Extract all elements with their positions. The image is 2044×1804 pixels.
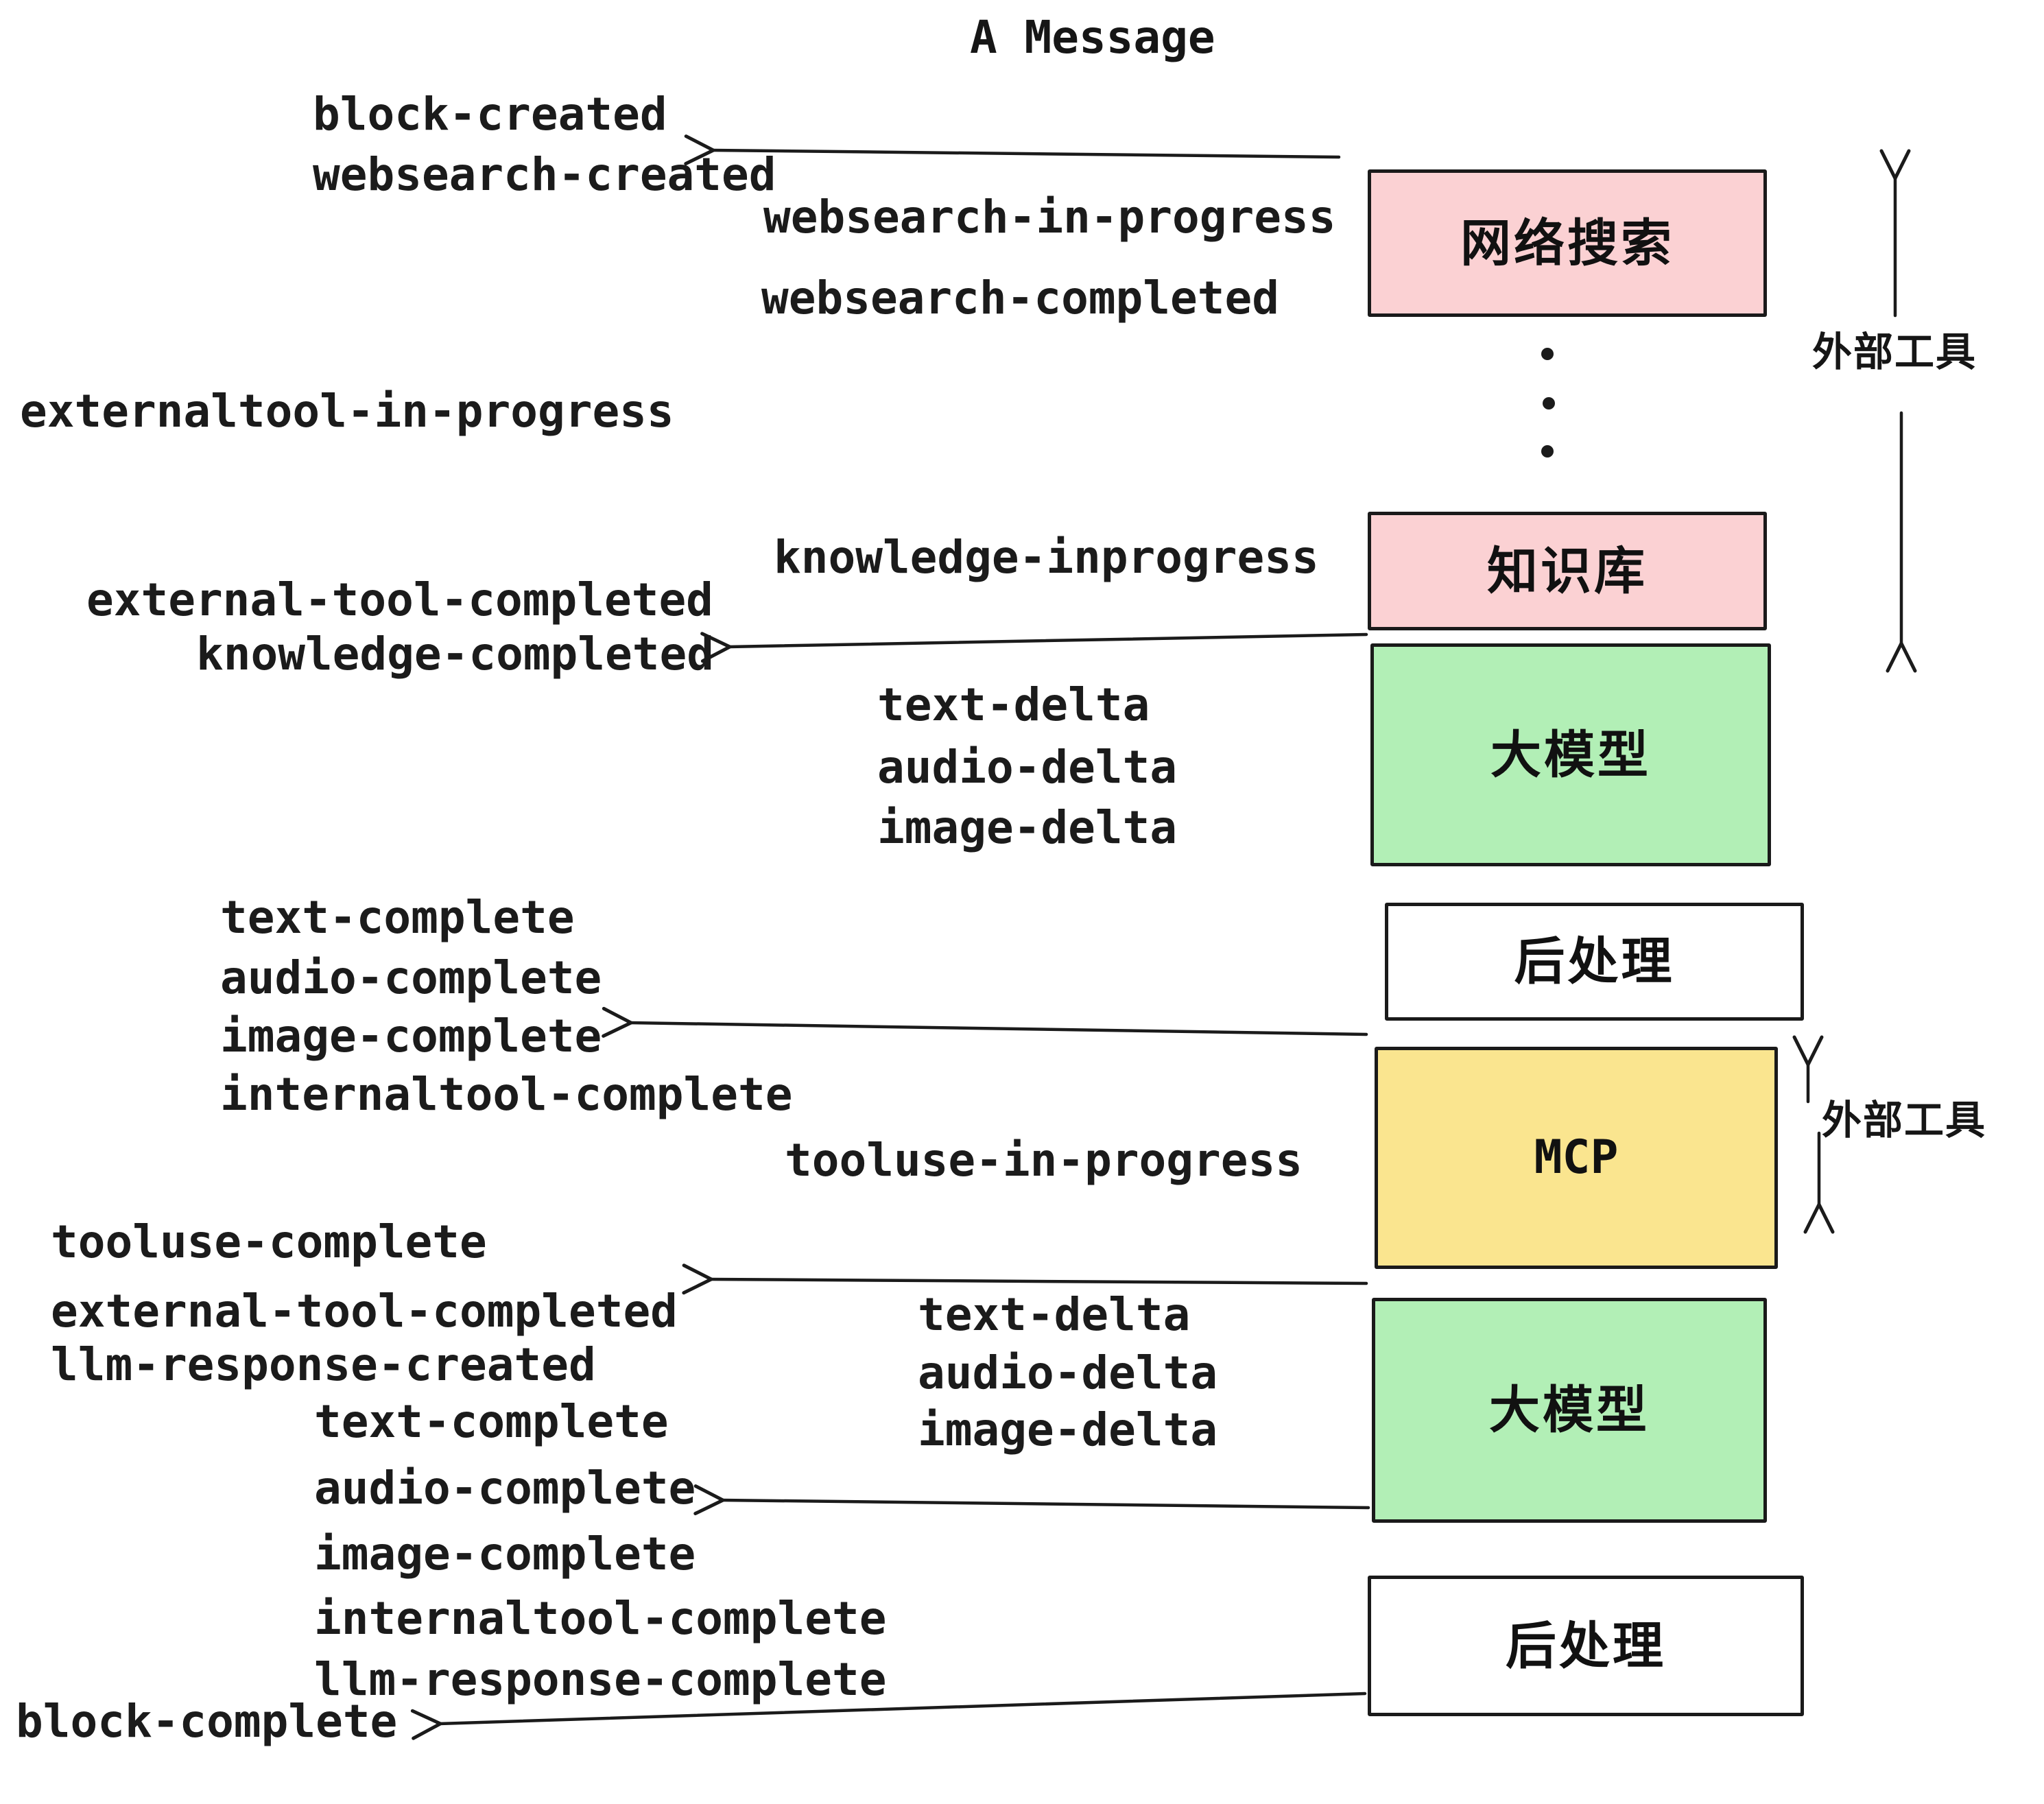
event-internaltool-complete-2: internaltool-complete xyxy=(314,1592,887,1645)
event-external-tool-completed: external-tool-completed xyxy=(86,573,713,626)
box-post-process-bottom: 后处理 xyxy=(1368,1576,1804,1716)
event-knowledge-completed: knowledge-completed xyxy=(196,628,714,680)
box-post-process-top: 后处理 xyxy=(1385,903,1804,1021)
event-image-delta-2: image-delta xyxy=(918,1403,1218,1456)
event-externaltool-in-progress: externaltool-in-progress xyxy=(20,385,674,438)
event-text-complete-2: text-complete xyxy=(314,1395,669,1448)
box-post-process-bottom-label: 后处理 xyxy=(1506,1616,1666,1676)
box-llm-bottom-label: 大模型 xyxy=(1489,1381,1650,1440)
event-block-created: block-created xyxy=(313,88,667,141)
event-image-complete: image-complete xyxy=(220,1010,602,1063)
arrow-to-tooluse-complete xyxy=(682,1263,1368,1295)
ellipsis-dot xyxy=(1543,397,1555,410)
event-llm-response-created: llm-response-created xyxy=(51,1338,596,1391)
box-llm-bottom: 大模型 xyxy=(1372,1298,1767,1523)
ellipsis-dots xyxy=(1541,348,1555,458)
event-websearch-in-progress: websearch-in-progress xyxy=(763,191,1336,244)
box-knowledge-base-label: 知识库 xyxy=(1487,541,1648,601)
event-text-complete: text-complete xyxy=(220,891,575,944)
event-image-complete-2: image-complete xyxy=(314,1528,696,1580)
event-websearch-created: websearch-created xyxy=(313,148,776,201)
arrow-to-block-created xyxy=(684,134,1341,166)
ellipsis-dot xyxy=(1541,445,1554,458)
event-image-delta: image-delta xyxy=(877,801,1178,854)
arrow-to-knowledge-completed xyxy=(700,632,1368,663)
event-audio-delta-2: audio-delta xyxy=(918,1346,1218,1399)
external-tools-annotation-top: 外部工具 xyxy=(1812,329,1977,375)
external-tools-annotation-mcp: 外部工具 xyxy=(1822,1097,1987,1143)
page-title: A Message xyxy=(970,11,1215,64)
box-llm-top-label: 大模型 xyxy=(1490,725,1651,785)
box-web-search-label: 网络搜索 xyxy=(1460,213,1674,273)
event-text-delta: text-delta xyxy=(877,678,1150,731)
box-knowledge-base: 知识库 xyxy=(1368,512,1767,630)
event-tooluse-complete: tooluse-complete xyxy=(51,1215,487,1268)
event-audio-complete-2: audio-complete xyxy=(314,1462,696,1515)
event-audio-complete: audio-complete xyxy=(220,951,602,1004)
event-block-complete: block-complete xyxy=(16,1695,398,1748)
event-tooluse-in-progress: tooluse-in-progress xyxy=(785,1134,1303,1187)
event-websearch-completed: websearch-completed xyxy=(761,272,1279,324)
arrow-to-audio-complete xyxy=(693,1484,1370,1516)
box-mcp: MCP xyxy=(1375,1047,1778,1269)
event-audio-delta: audio-delta xyxy=(877,741,1178,794)
arrow-to-image-complete xyxy=(602,1006,1368,1038)
box-post-process-top-label: 后处理 xyxy=(1514,932,1675,991)
arrow-to-block-complete xyxy=(410,1692,1367,1740)
event-text-delta-2: text-delta xyxy=(918,1288,1191,1341)
event-llm-response-complete: llm-response-complete xyxy=(314,1653,887,1706)
ellipsis-dot xyxy=(1541,348,1554,360)
box-mcp-label: MCP xyxy=(1534,1130,1619,1185)
event-internaltool-complete: internaltool-complete xyxy=(220,1068,793,1121)
box-web-search: 网络搜索 xyxy=(1368,169,1767,317)
event-external-tool-completed-2: external-tool-completed xyxy=(51,1285,678,1338)
event-knowledge-inprogress: knowledge-inprogress xyxy=(774,531,1319,584)
box-llm-top: 大模型 xyxy=(1370,643,1771,866)
